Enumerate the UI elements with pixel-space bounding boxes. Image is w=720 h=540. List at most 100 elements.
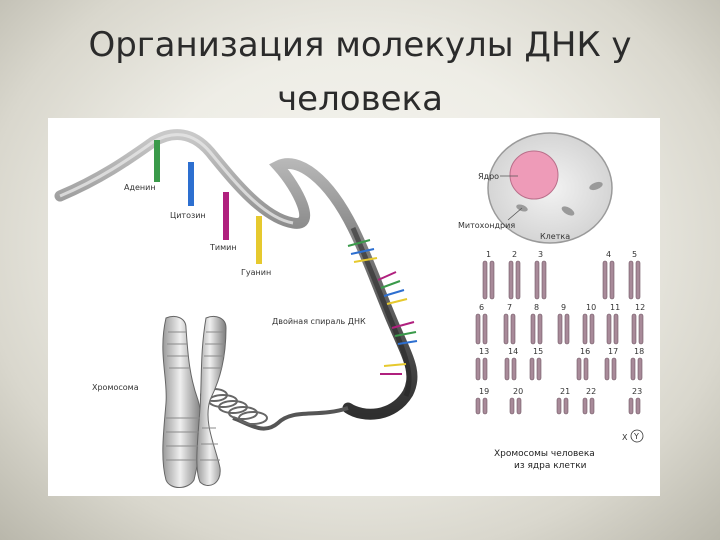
x-chromosome-label: X: [622, 433, 628, 442]
chromosome-pair-1-1: [482, 260, 488, 300]
chromosome-pair-22-1: [582, 397, 588, 415]
chromosome-number-3: 3: [538, 250, 543, 259]
chromosome-pair-4-2: [609, 260, 615, 300]
chromosome-pair-16-2: [583, 357, 589, 381]
figure-canvas: Аденин Цитозин Тимин Гуанин Двойная спир…: [54, 129, 645, 488]
chromosome-number-13: 13: [479, 347, 489, 356]
chromosome-number-16: 16: [580, 347, 590, 356]
chromosome-pair-1-2: [489, 260, 495, 300]
chromosome-pair-8-1: [530, 313, 536, 345]
cytosine-label: Цитозин: [170, 211, 206, 220]
chromosome-number-2: 2: [512, 250, 517, 259]
chromosome-pair-18-1: [630, 357, 636, 381]
base-markers: Аденин Цитозин Тимин Гуанин Двойная спир…: [124, 140, 366, 326]
chromosome-pair-23-2: [635, 397, 641, 415]
chromosome-pair-10-2: [589, 313, 595, 345]
chromosome-pair-2-1: [508, 260, 514, 300]
y-chromosome-circle: [630, 429, 644, 443]
chromosome-pair-22-2: [589, 397, 595, 415]
chromosome-label: Хромосома: [92, 383, 139, 392]
chromosome-number-9: 9: [561, 303, 566, 312]
chromosome-number-8: 8: [534, 303, 539, 312]
y-chromosome-label: Y: [633, 432, 639, 441]
mitochondria-label: Митохондрия: [458, 221, 515, 230]
title-line-2: человека: [277, 79, 443, 119]
chromosome-number-14: 14: [508, 347, 518, 356]
chromosome-pair-6-2: [482, 313, 488, 345]
chromosome-number-18: 18: [634, 347, 644, 356]
chromosome-pair-9-2: [564, 313, 570, 345]
dna-strand: [54, 129, 418, 431]
chromosome-number-17: 17: [608, 347, 618, 356]
chromosome-pair-11-1: [606, 313, 612, 345]
chromosome-pair-18-2: [637, 357, 643, 381]
dna-organization-figure: Аденин Цитозин Тимин Гуанин Двойная спир…: [48, 118, 660, 496]
chromosome-number-19: 19: [479, 387, 489, 396]
chromosome-number-10: 10: [586, 303, 596, 312]
chromosome-pair-12-2: [638, 313, 644, 345]
chromosome-pair-21-1: [556, 397, 562, 415]
adenine-label: Аденин: [124, 183, 156, 192]
guanine-label: Гуанин: [241, 268, 271, 277]
chromosome-number-23: 23: [632, 387, 642, 396]
chromosome-pair-20-1: [509, 397, 515, 415]
guanine-marker: [256, 216, 262, 264]
thymine-marker: [223, 192, 229, 240]
chromosome-pair-15-2: [536, 357, 542, 381]
chromosome-pair-6-1: [475, 313, 481, 345]
chromosome-pair-2-2: [515, 260, 521, 300]
chromosome-number-22: 22: [586, 387, 596, 396]
chromosome-pair-8-2: [537, 313, 543, 345]
chromosome-pair-5-2: [635, 260, 641, 300]
karyotype-caption-line-2: из ядра клетки: [514, 461, 587, 471]
chromosome: Хромосома: [92, 315, 227, 488]
chromosome-pair-17-2: [611, 357, 617, 381]
chromosome-number-6: 6: [479, 303, 484, 312]
chromosome-pair-7-2: [510, 313, 516, 345]
chromosome-pair-14-2: [511, 357, 517, 381]
chromosome-number-7: 7: [507, 303, 512, 312]
cell-diagram: Ядро Митохондрия Клетка: [458, 132, 613, 244]
chromosome-number-5: 5: [632, 250, 637, 259]
slide-title: Организация молекулы ДНК у человека: [60, 18, 660, 126]
chromosome-pair-19-2: [482, 397, 488, 415]
nucleus: [509, 150, 559, 200]
chromosome-pair-15-1: [529, 357, 535, 381]
chromosome-number-21: 21: [560, 387, 570, 396]
chromosome-pair-23-1: [628, 397, 634, 415]
double-helix-label: Двойная спираль ДНК: [272, 317, 366, 326]
chromosome-pair-10-1: [582, 313, 588, 345]
chromosome-pair-4-1: [602, 260, 608, 300]
cytosine-marker: [188, 162, 194, 206]
cell-label: Клетка: [540, 232, 570, 241]
chromosome-pair-5-1: [628, 260, 634, 300]
chromosome-pair-3-2: [541, 260, 547, 300]
chromosome-pair-16-1: [576, 357, 582, 381]
chromosome-pair-21-2: [563, 397, 569, 415]
chromosome-pair-9-1: [557, 313, 563, 345]
chromosome-number-20: 20: [513, 387, 523, 396]
chromosome-pair-19-1: [475, 397, 481, 415]
chromosome-number-11: 11: [610, 303, 620, 312]
chromosome-pair-14-1: [504, 357, 510, 381]
title-line-1: Организация молекулы ДНК у: [88, 25, 632, 65]
chromosome-pair-11-2: [613, 313, 619, 345]
karyotype-caption-line-1: Хромосомы человека: [494, 449, 595, 459]
chromosome-number-12: 12: [635, 303, 645, 312]
chromosome-pair-3-1: [534, 260, 540, 300]
chromosome-number-15: 15: [533, 347, 543, 356]
thymine-label: Тимин: [209, 243, 237, 252]
chromosome-number-1: 1: [486, 250, 491, 259]
chromosome-pair-12-1: [631, 313, 637, 345]
chromosome-pair-20-2: [516, 397, 522, 415]
chromosome-pair-7-1: [503, 313, 509, 345]
adenine-marker: [154, 140, 160, 182]
mitochondrion-1: [561, 206, 575, 216]
chromosome-number-4: 4: [606, 250, 611, 259]
chromosome-pair-17-1: [604, 357, 610, 381]
mitochondrion-2: [589, 181, 603, 191]
nucleus-label: Ядро: [478, 172, 499, 181]
chromosome-pair-13-2: [482, 357, 488, 381]
chromosome-pair-13-1: [475, 357, 481, 381]
